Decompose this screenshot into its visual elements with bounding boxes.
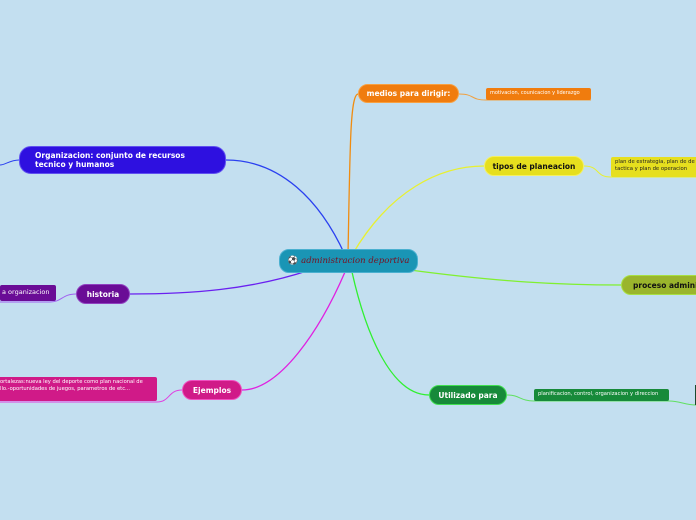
topic-label: medios para dirigir: <box>366 89 451 98</box>
subtopic-ejemplos[interactable]: ortalezas:nueva ley del deporte como pla… <box>0 377 157 401</box>
topic-label: historia <box>86 289 120 299</box>
subtopic-label: planificacion, control, organizacion y d… <box>538 391 659 397</box>
topic-medios[interactable]: medios para dirigir: <box>358 84 459 103</box>
topic-organizacion[interactable]: Organizacion: conjunto de recursos tecni… <box>19 146 226 174</box>
subtopic-label: a organizacion <box>2 288 50 296</box>
topic-ejemplos[interactable]: Ejemplos <box>182 380 242 400</box>
subtopic-medios[interactable]: motivacion, counicacion y liderazgo <box>486 88 591 100</box>
subtopic-label: plan de estrategia, plan de de tactica y… <box>615 159 695 173</box>
topic-historia[interactable]: historia <box>76 284 130 304</box>
subtopic-utilizado[interactable]: planificacion, control, organizacion y d… <box>534 389 669 401</box>
subtopic-label: ortalezas:nueva ley del deporte como pla… <box>0 379 143 393</box>
topic-label: proceso administ <box>633 280 696 290</box>
subtopic-label: motivacion, counicacion y liderazgo <box>490 90 580 96</box>
topic-label: tipos de planeacion <box>492 161 576 171</box>
subtopic-tipos[interactable]: plan de estrategia, plan de de tactica y… <box>611 157 696 177</box>
topic-tipos[interactable]: tipos de planeacion <box>484 156 584 176</box>
central-label: administracion deportiva <box>301 256 410 266</box>
subtopic-historia[interactable]: a organizacion <box>0 285 56 301</box>
topic-label: Organizacion: conjunto de recursos tecni… <box>35 151 185 169</box>
central-topic[interactable]: ⚽ administracion deportiva <box>279 249 418 273</box>
soccer-ball-icon: ⚽ <box>287 256 299 266</box>
topic-proceso[interactable]: proceso administ <box>621 275 696 295</box>
topic-label: Ejemplos <box>192 385 232 395</box>
topic-utilizado[interactable]: Utilizado para <box>429 385 507 405</box>
topic-label: Utilizado para <box>438 390 498 400</box>
